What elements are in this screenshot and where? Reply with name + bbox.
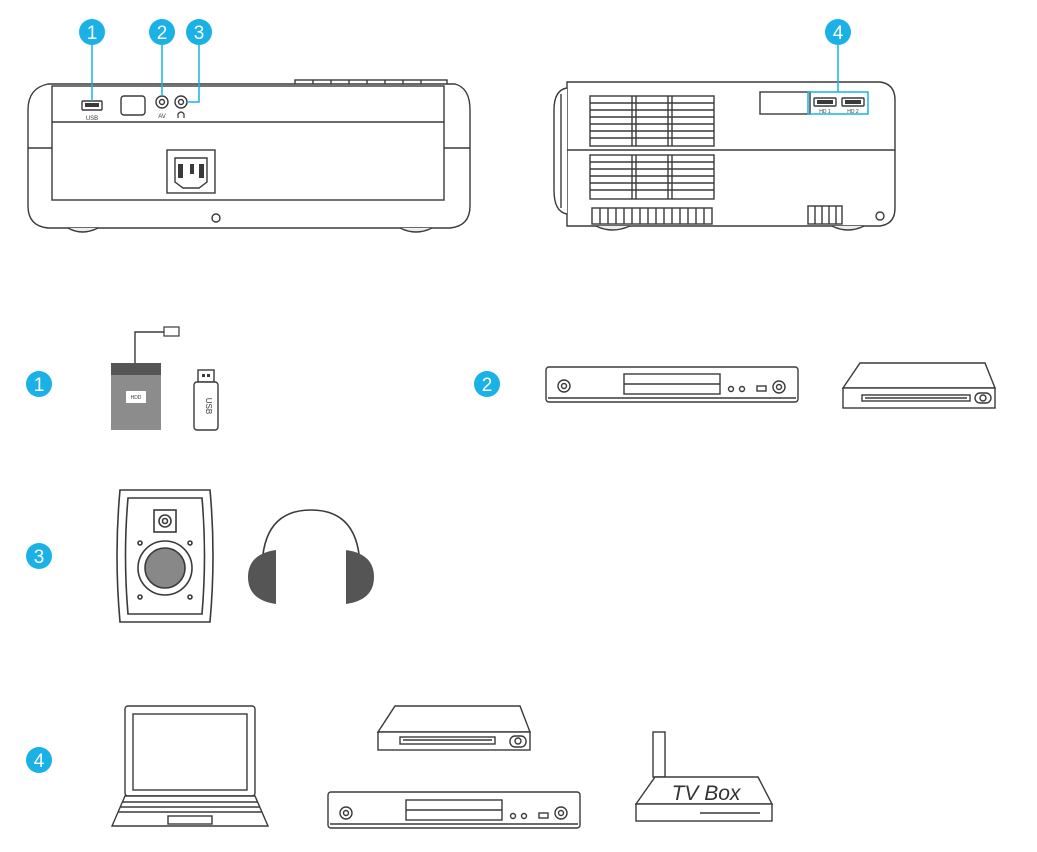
callout-4-row: 4	[26, 747, 52, 773]
hdmi-callout-lines	[807, 44, 869, 115]
svg-text:1: 1	[34, 375, 45, 396]
hdmi-set-top-box	[376, 705, 532, 751]
hdd-label: HDD	[131, 395, 142, 401]
hard-disk-drive	[111, 326, 180, 430]
tv-box-label: TV Box	[672, 782, 742, 805]
power-socket	[166, 149, 216, 194]
svg-text:3: 3	[34, 547, 45, 568]
svg-text:1: 1	[87, 23, 98, 44]
side-port-panel	[759, 91, 811, 115]
usb-stick-label: USB	[204, 398, 213, 414]
rear-callout-lines	[91, 44, 200, 103]
hdmi-dvd-player	[327, 791, 581, 829]
svg-text:4: 4	[34, 751, 45, 772]
laptop	[110, 705, 270, 827]
callout-3-top: 3	[186, 19, 212, 45]
rear-io-panel	[51, 85, 445, 201]
callout-1-top: 1	[79, 19, 105, 45]
usb-port-label: USB	[86, 116, 98, 122]
headphones	[248, 509, 374, 604]
vent-grille-top	[589, 95, 715, 147]
av-jack-label: AV	[158, 114, 166, 120]
usb-flash-drive	[193, 369, 219, 431]
hdmi2-port	[841, 97, 865, 107]
dvd-player	[545, 366, 799, 403]
headphone-icon	[177, 111, 185, 118]
hdmi2-label: HD 2	[847, 109, 859, 115]
projector-side-view	[553, 81, 896, 231]
callout-1-row: 1	[26, 371, 52, 397]
svg-text:2: 2	[482, 375, 493, 396]
svg-text:3: 3	[194, 23, 205, 44]
callout-3-row: 3	[26, 543, 52, 569]
projector-rear-view	[27, 79, 471, 233]
svg-text:4: 4	[833, 23, 844, 44]
tv-box	[634, 731, 774, 822]
set-top-box	[841, 362, 997, 409]
callout-2-row: 2	[474, 371, 500, 397]
vent-grille-bottom	[589, 154, 715, 200]
ir-window	[120, 95, 146, 116]
svg-text:2: 2	[157, 23, 168, 44]
hdmi1-port	[813, 97, 837, 107]
callout-2-top: 2	[149, 19, 175, 45]
speaker	[116, 489, 214, 623]
bottom-slots	[591, 205, 843, 225]
callout-4-top: 4	[825, 19, 851, 45]
hdmi1-label: HD 1	[819, 109, 831, 115]
